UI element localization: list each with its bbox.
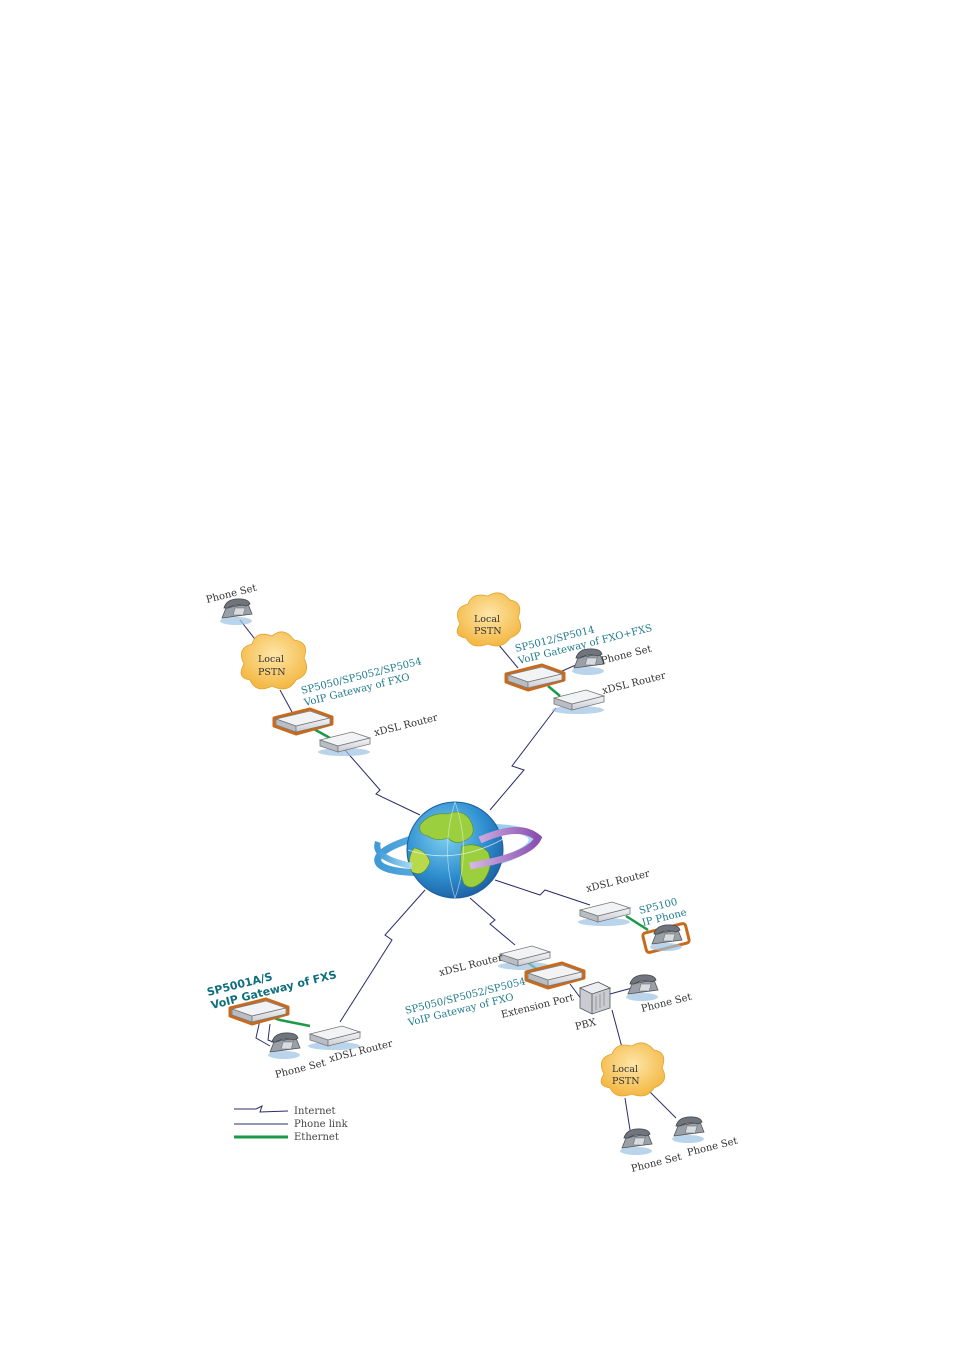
ip-phone-icon — [641, 922, 691, 954]
internet-links — [339, 707, 591, 1023]
phone-set-icon — [671, 1116, 705, 1144]
legend: Internet Phone link Ethernet — [234, 1105, 349, 1143]
cloud-label: Local — [258, 654, 284, 665]
legend-internet-label: Internet — [294, 1106, 335, 1117]
local-pstn-cloud-top-left: Local PSTN — [240, 631, 308, 690]
pbx-label: PBX — [574, 1017, 598, 1033]
phone-link-tr-cloud-gateway — [497, 643, 519, 669]
xdsl-router-icon — [577, 901, 631, 927]
legend-internet-swatch — [234, 1105, 289, 1113]
cloud-label: PSTN — [612, 1076, 640, 1087]
router-label: xDSL Router — [585, 868, 651, 894]
ethernet-link-tr — [547, 685, 561, 697]
internet-link-bottom-left — [339, 889, 426, 1023]
pbx-icon — [578, 981, 612, 1015]
legend-phone-link-label: Phone link — [294, 1119, 349, 1130]
xdsl-router-icon — [497, 945, 551, 971]
phone-link-bl-gateway-phone — [255, 1019, 271, 1047]
local-pstn-cloud-top-right: Local PSTN — [456, 592, 522, 647]
internet-link-top-left — [344, 749, 421, 816]
phone-link-cloud-phone-b2 — [649, 1091, 677, 1119]
legend-ethernet-label: Ethernet — [294, 1132, 339, 1143]
internet-globe — [374, 801, 543, 899]
xdsl-router-icon — [551, 689, 605, 715]
xdsl-router-icon — [307, 1025, 361, 1051]
phone-link-tl-cloud-gateway — [279, 689, 293, 713]
internet-link-right — [494, 879, 591, 906]
phone-set-label: Phone Set — [274, 1058, 327, 1081]
router-label: xDSL Router — [373, 712, 439, 738]
internet-link-center — [469, 897, 516, 946]
local-pstn-cloud-bottom: Local PSTN — [600, 1042, 666, 1097]
voip-gateway-fxo-icon — [272, 707, 334, 736]
phone-set-icon — [219, 598, 253, 626]
internet-link-top-right — [489, 707, 557, 811]
router-label: xDSL Router — [438, 952, 504, 978]
router-label: xDSL Router — [601, 670, 667, 696]
phone-set-icon — [619, 1128, 653, 1156]
phone-set-icon — [625, 974, 659, 1002]
cloud-label: PSTN — [474, 626, 502, 637]
cloud-label: Local — [612, 1064, 638, 1075]
ethernet-link-right — [625, 914, 649, 932]
phone-link-cloud-phone-b1 — [624, 1097, 631, 1131]
voip-gateway-fxo-fxs-icon — [504, 663, 566, 692]
cloud-label: Local — [474, 614, 500, 625]
phone-set-label: Phone Set — [600, 644, 653, 667]
phone-link-pbx-phone — [609, 987, 633, 995]
cloud-label: PSTN — [258, 667, 286, 678]
phone-set-icon — [267, 1032, 301, 1060]
phone-set-icon — [571, 648, 605, 676]
phone-set-label: Phone Set — [630, 1152, 683, 1175]
